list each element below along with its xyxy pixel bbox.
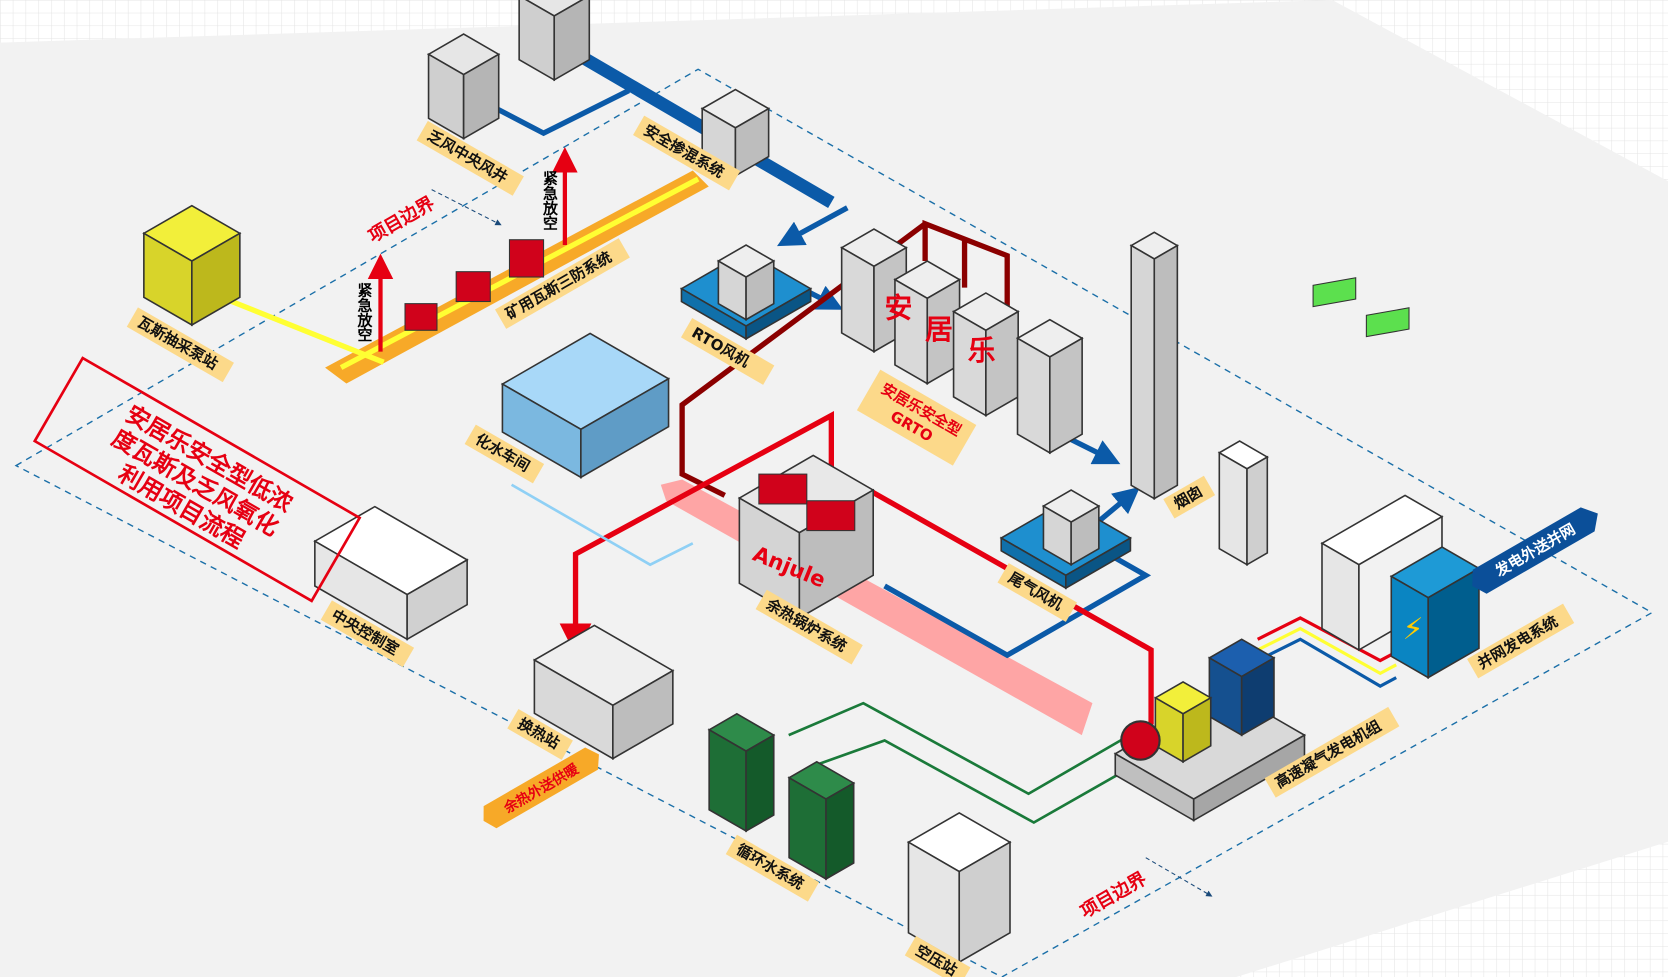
label-background [1264,706,1400,798]
lightning-icon: ⚡ [1403,612,1424,647]
right-face [1153,244,1179,501]
right-face [1246,455,1269,567]
label-background [997,563,1078,622]
cooling-unit[interactable] [1217,440,1269,567]
generator-valve-icon[interactable] [1120,720,1161,761]
label-background [725,834,820,902]
chimney-stack[interactable] [1129,231,1179,501]
right-face [734,107,770,178]
right-face [745,733,775,833]
right-face [406,558,468,641]
label-background [1467,603,1575,679]
air-compressor-station[interactable] [906,812,1012,964]
right-face [612,669,674,760]
right-face [745,259,775,322]
label-heat-exchange: 换热站 [507,709,573,760]
emergency-vent-label: 紧急放空 [541,170,559,230]
right-face [1182,696,1212,764]
label-background [320,600,415,668]
left-face [1130,244,1156,501]
heat-exchange-station[interactable] [532,624,675,760]
valve-units[interactable] [404,239,1161,761]
power-line-blue [1256,637,1397,688]
cooling-water-line [788,701,1131,796]
exhaust-shaft-tower-2[interactable] [518,0,591,82]
water-treatment-workshop[interactable] [500,332,671,479]
green-module-icon [1365,307,1410,338]
circulating-water-tower[interactable] [707,712,776,833]
grid-power-box[interactable] [1389,546,1481,679]
grto-brand-char: 乐 [968,334,996,367]
gas-pipe-yellow [222,295,385,365]
right-face [1240,656,1275,737]
right-face [1049,336,1083,455]
label-background [755,589,863,665]
rto-fan[interactable] [716,244,776,322]
valve-icon[interactable] [455,271,491,303]
label-background [495,238,630,329]
exhaust-shaft-tower[interactable] [426,33,501,140]
right-face [580,377,670,479]
label-background [126,307,234,383]
pipe-fan-to-chimney [1096,486,1140,525]
right-face [958,840,1011,964]
left-face [840,246,875,353]
tail-gas-pipe [883,551,1152,659]
pipe-to-rto-fan [777,205,849,247]
steam-to-heat-exchange [559,411,834,656]
generator-turbine[interactable] [1153,680,1213,764]
cooling-water-line-2 [809,739,1142,825]
right-face [745,287,812,341]
right-face [1427,567,1480,679]
right-face [1065,536,1132,590]
label-background [633,115,741,191]
left-face [1218,451,1248,567]
steam-to-generator [830,466,1154,725]
left-face [1016,336,1051,455]
right-face [1070,504,1100,567]
tail-gas-fan[interactable] [1041,489,1101,567]
boundary-arrow [1145,857,1213,897]
boundary-arrow [431,189,502,226]
grto-brand-char: 安 [885,292,913,325]
valve-icon[interactable] [508,239,545,278]
right-face [825,781,855,881]
valve-icon[interactable] [758,473,808,505]
emergency-vent-label: 紧急放空 [356,282,374,342]
label-background [507,709,573,760]
label-background [416,120,524,196]
emergency-vent-text: 紧急放空 [356,282,374,342]
power-line-yellow [1256,626,1397,676]
exhaust-air-pipe-2 [491,88,631,137]
gas-pump-station[interactable] [142,204,242,327]
right-face [462,52,500,140]
grto-module[interactable] [951,292,1020,417]
grto-module[interactable] [893,260,962,385]
label-background [680,318,775,385]
grto-module[interactable] [1015,318,1084,455]
generator-body[interactable] [1207,638,1276,737]
water-line [510,483,694,567]
project-boundary-line [14,68,1654,977]
label-background [904,935,971,977]
label-background [464,424,545,484]
right-face [191,231,241,327]
valve-icon[interactable] [806,500,856,532]
valve-icon[interactable] [404,303,438,331]
right-face [553,0,591,82]
circulating-water-tower-2[interactable] [787,760,856,881]
emergency-vent-text: 紧急放空 [541,170,559,230]
green-module-icon [1312,277,1357,308]
grto-brand: 安 居 乐 [885,292,996,368]
grto-brand-char: 居 [925,313,953,346]
label-background [1163,475,1216,519]
